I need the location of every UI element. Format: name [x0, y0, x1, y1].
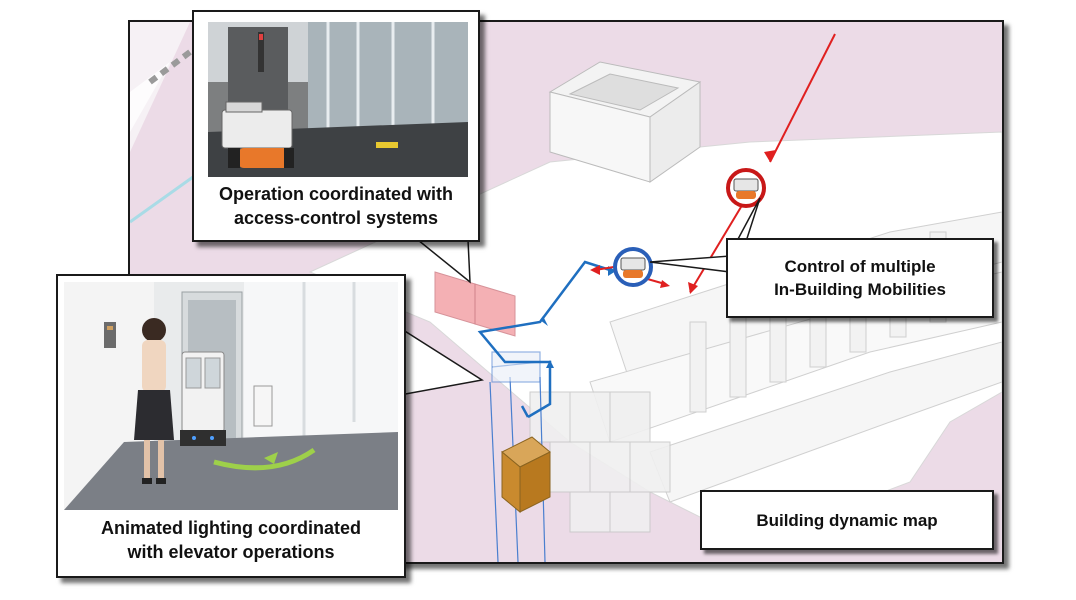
dynamic-map-label-text: Building dynamic map: [756, 510, 938, 530]
access-control-photo: [208, 22, 468, 177]
elevator-lighting-callout: Animated lighting coordinated with eleva…: [56, 274, 406, 578]
access-control-caption-line1: Operation coordinated with: [218, 184, 453, 204]
glass-rooms: [529, 391, 671, 533]
red-route-arrow: [660, 280, 670, 288]
elevator-button-panel: [104, 322, 116, 348]
access-control-doors: [434, 271, 516, 337]
mobilities-label-line1: Control of multiple: [784, 257, 936, 276]
elevator-caption-line1: Animated lighting coordinated: [101, 518, 361, 538]
dynamic-map-label: Building dynamic map: [700, 490, 994, 550]
multiple-mobilities-label: Control of multiple In-Building Mobiliti…: [726, 238, 994, 318]
blue-route-arrow: [540, 316, 548, 326]
building-wall-lower: [649, 341, 1002, 503]
robot-marker-red[interactable]: [726, 168, 766, 208]
woman-figure-image: [134, 318, 174, 484]
elevator-lighting-photo: [64, 282, 398, 510]
robot-marker-blue[interactable]: [613, 247, 653, 287]
elevator-car: [501, 436, 551, 514]
blue-route-tail: [520, 405, 530, 418]
red-route-arrow: [590, 265, 600, 275]
cyan-line: [130, 170, 201, 224]
animated-lighting-arrow: [213, 447, 316, 471]
red-route-down: [689, 191, 751, 293]
blue-route-arrow: [546, 360, 554, 368]
trash-bin-image: [253, 385, 273, 427]
red-route-arrow: [688, 282, 698, 294]
red-route-arrow: [764, 150, 776, 162]
upper-room-box: [548, 61, 702, 183]
red-route-incoming: [769, 33, 836, 163]
corridor-band: [130, 22, 190, 152]
access-control-caption-line2: access-control systems: [233, 208, 439, 228]
delivery-robot-image: [221, 101, 294, 168]
elevator-robot-image: [180, 351, 226, 446]
blue-route: [477, 260, 611, 419]
access-control-callout: Operation coordinated with access-contro…: [192, 10, 480, 242]
corridor-stripe: [130, 62, 170, 132]
elevator-caption-line2: with elevator operations: [127, 542, 335, 562]
mobilities-label-line2: In-Building Mobilities: [774, 280, 946, 299]
